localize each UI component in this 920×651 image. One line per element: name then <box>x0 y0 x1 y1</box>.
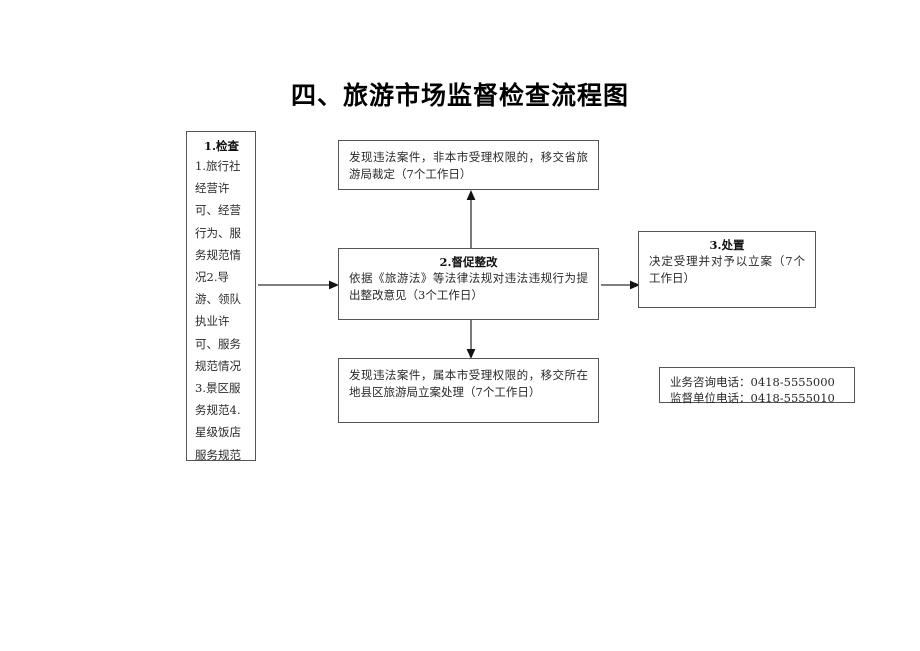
flow-node-transfer-province-body: 发现违法案件，非本市受理权限的，移交省旅游局裁定（7个工作日） <box>349 150 588 181</box>
flow-node-disposal-title: 3.处置 <box>709 238 745 252</box>
flow-node-inspection-title: 1.检查 <box>203 139 239 153</box>
arrow-rectify-to-disposal <box>601 277 641 293</box>
arrow-rectify-to-transfer-province <box>463 190 479 249</box>
flow-node-disposal-body: 决定受理并对予以立案（7个工作日） <box>649 254 805 285</box>
contact-supervision-phone: 监督单位电话：0418-5555010 <box>670 391 835 405</box>
flow-node-rectify-title: 2.督促整改 <box>439 255 498 269</box>
flow-node-inspection-body: 1.旅行社经营许可、经营行为、服务规范情况2.导游、领队执业许可、服务规范情况3… <box>195 159 241 462</box>
contact-info-box: 业务咨询电话：0418-5555000 监督单位电话：0418-5555010 <box>659 367 855 405</box>
flow-node-inspection: 1.检查 1.旅行社经营许可、经营行为、服务规范情况2.导游、领队执业许可、服务… <box>186 131 256 462</box>
flow-node-transfer-county-body: 发现违法案件，属本市受理权限的，移交所在地县区旅游局立案处理（7个工作日） <box>349 368 588 399</box>
flow-node-transfer-province: 发现违法案件，非本市受理权限的，移交省旅游局裁定（7个工作日） <box>338 140 599 190</box>
flow-node-transfer-county: 发现违法案件，属本市受理权限的，移交所在地县区旅游局立案处理（7个工作日） <box>338 358 599 423</box>
flow-node-rectify-body: 依据《旅游法》等法律法规对违法违规行为提出整改意见（3个工作日） <box>349 271 588 302</box>
flow-node-disposal: 3.处置 决定受理并对予以立案（7个工作日） <box>638 231 816 308</box>
arrow-rectify-to-transfer-county <box>463 320 479 359</box>
contact-business-phone: 业务咨询电话：0418-5555000 <box>670 375 835 389</box>
page-title: 四、旅游市场监督检查流程图 <box>290 81 629 110</box>
arrow-inspection-to-rectify <box>258 277 340 293</box>
flow-node-rectify: 2.督促整改 依据《旅游法》等法律法规对违法违规行为提出整改意见（3个工作日） <box>338 248 599 320</box>
